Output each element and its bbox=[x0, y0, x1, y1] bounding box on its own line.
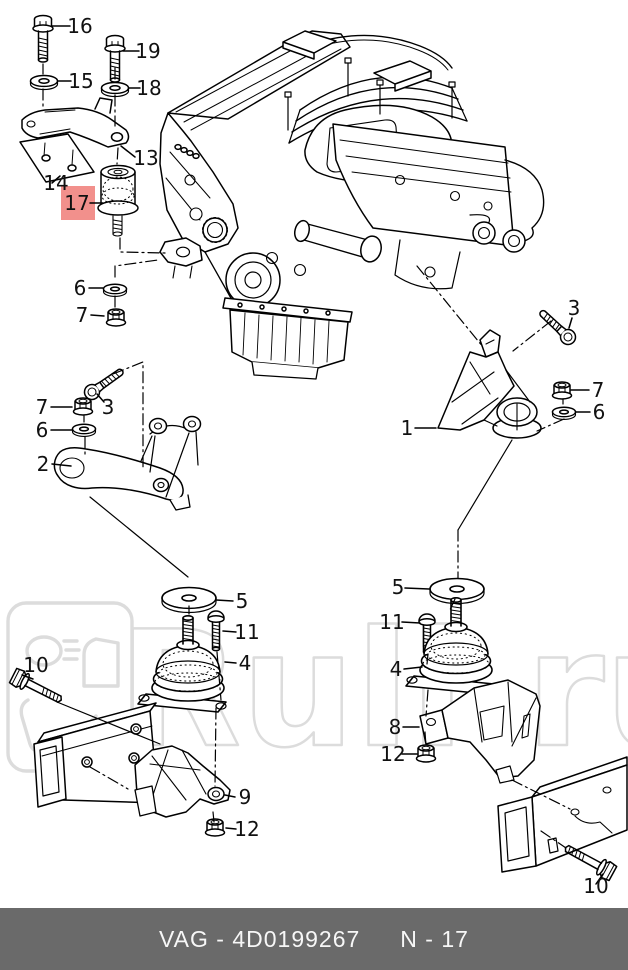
callout-1: 1 bbox=[401, 416, 414, 440]
callout-8: 8 bbox=[389, 715, 402, 739]
bracket-1 bbox=[437, 329, 542, 439]
callout-19: 19 bbox=[135, 39, 160, 63]
callout-14: 14 bbox=[43, 171, 68, 195]
callout-13: 13 bbox=[133, 146, 158, 170]
callout-labels: 16 19 15 18 13 14 17 6 7 3 7 6 2 3 7 6 1… bbox=[21, 14, 609, 898]
rubber-mount-17 bbox=[97, 164, 139, 237]
nut-12a bbox=[204, 818, 226, 837]
callout-3a: 3 bbox=[102, 395, 115, 419]
callout-5b: 5 bbox=[392, 575, 405, 599]
callout-3b: 3 bbox=[568, 296, 581, 320]
callout-4b: 4 bbox=[390, 657, 403, 681]
callout-7b: 7 bbox=[36, 395, 49, 419]
subframe-rail-left bbox=[33, 702, 159, 808]
callout-4a: 4 bbox=[239, 651, 252, 675]
callout-15: 15 bbox=[68, 69, 93, 93]
bolt-16 bbox=[32, 14, 54, 63]
leader-lines bbox=[42, 63, 571, 849]
callout-10a: 10 bbox=[23, 653, 48, 677]
callout-5a: 5 bbox=[236, 589, 249, 613]
callout-12a: 12 bbox=[234, 817, 259, 841]
callout-17: 17 bbox=[64, 191, 89, 215]
footer-bar: VAG - 4D0199267 N - 17 bbox=[0, 908, 628, 970]
washer-15 bbox=[29, 74, 59, 91]
callout-10b: 10 bbox=[583, 874, 608, 898]
callout-18: 18 bbox=[136, 76, 161, 100]
nut-7a bbox=[105, 308, 127, 327]
plate-14 bbox=[19, 133, 95, 183]
callout-16: 16 bbox=[67, 14, 92, 38]
nut-7b bbox=[72, 397, 94, 416]
catalog-code: VAG - 4D0199267 bbox=[159, 925, 361, 952]
bracket-8 bbox=[419, 679, 541, 784]
washer-6a bbox=[102, 283, 128, 298]
callout-12b: 12 bbox=[380, 742, 405, 766]
nut-7c bbox=[551, 381, 573, 400]
callout-2: 2 bbox=[37, 452, 50, 476]
washer-6c bbox=[551, 406, 577, 421]
callout-7c: 7 bbox=[592, 378, 605, 402]
assembly-lines bbox=[56, 439, 513, 745]
callout-11b: 11 bbox=[379, 610, 404, 634]
callout-6b: 6 bbox=[36, 418, 49, 442]
engine-illustration bbox=[159, 30, 545, 380]
callout-11a: 11 bbox=[234, 620, 259, 644]
washer-6b bbox=[71, 423, 97, 438]
diagram-canvas: Ruli.ru bbox=[6, 14, 628, 898]
callout-6a: 6 bbox=[74, 276, 87, 300]
bracket-13 bbox=[21, 97, 130, 148]
callout-6c: 6 bbox=[593, 400, 606, 424]
callout-7a: 7 bbox=[76, 303, 89, 327]
callout-9: 9 bbox=[239, 785, 252, 809]
bracket-2 bbox=[53, 415, 202, 511]
subframe-rail-right bbox=[497, 756, 628, 873]
page-code: N - 17 bbox=[400, 925, 469, 952]
bracket-9 bbox=[134, 745, 231, 818]
